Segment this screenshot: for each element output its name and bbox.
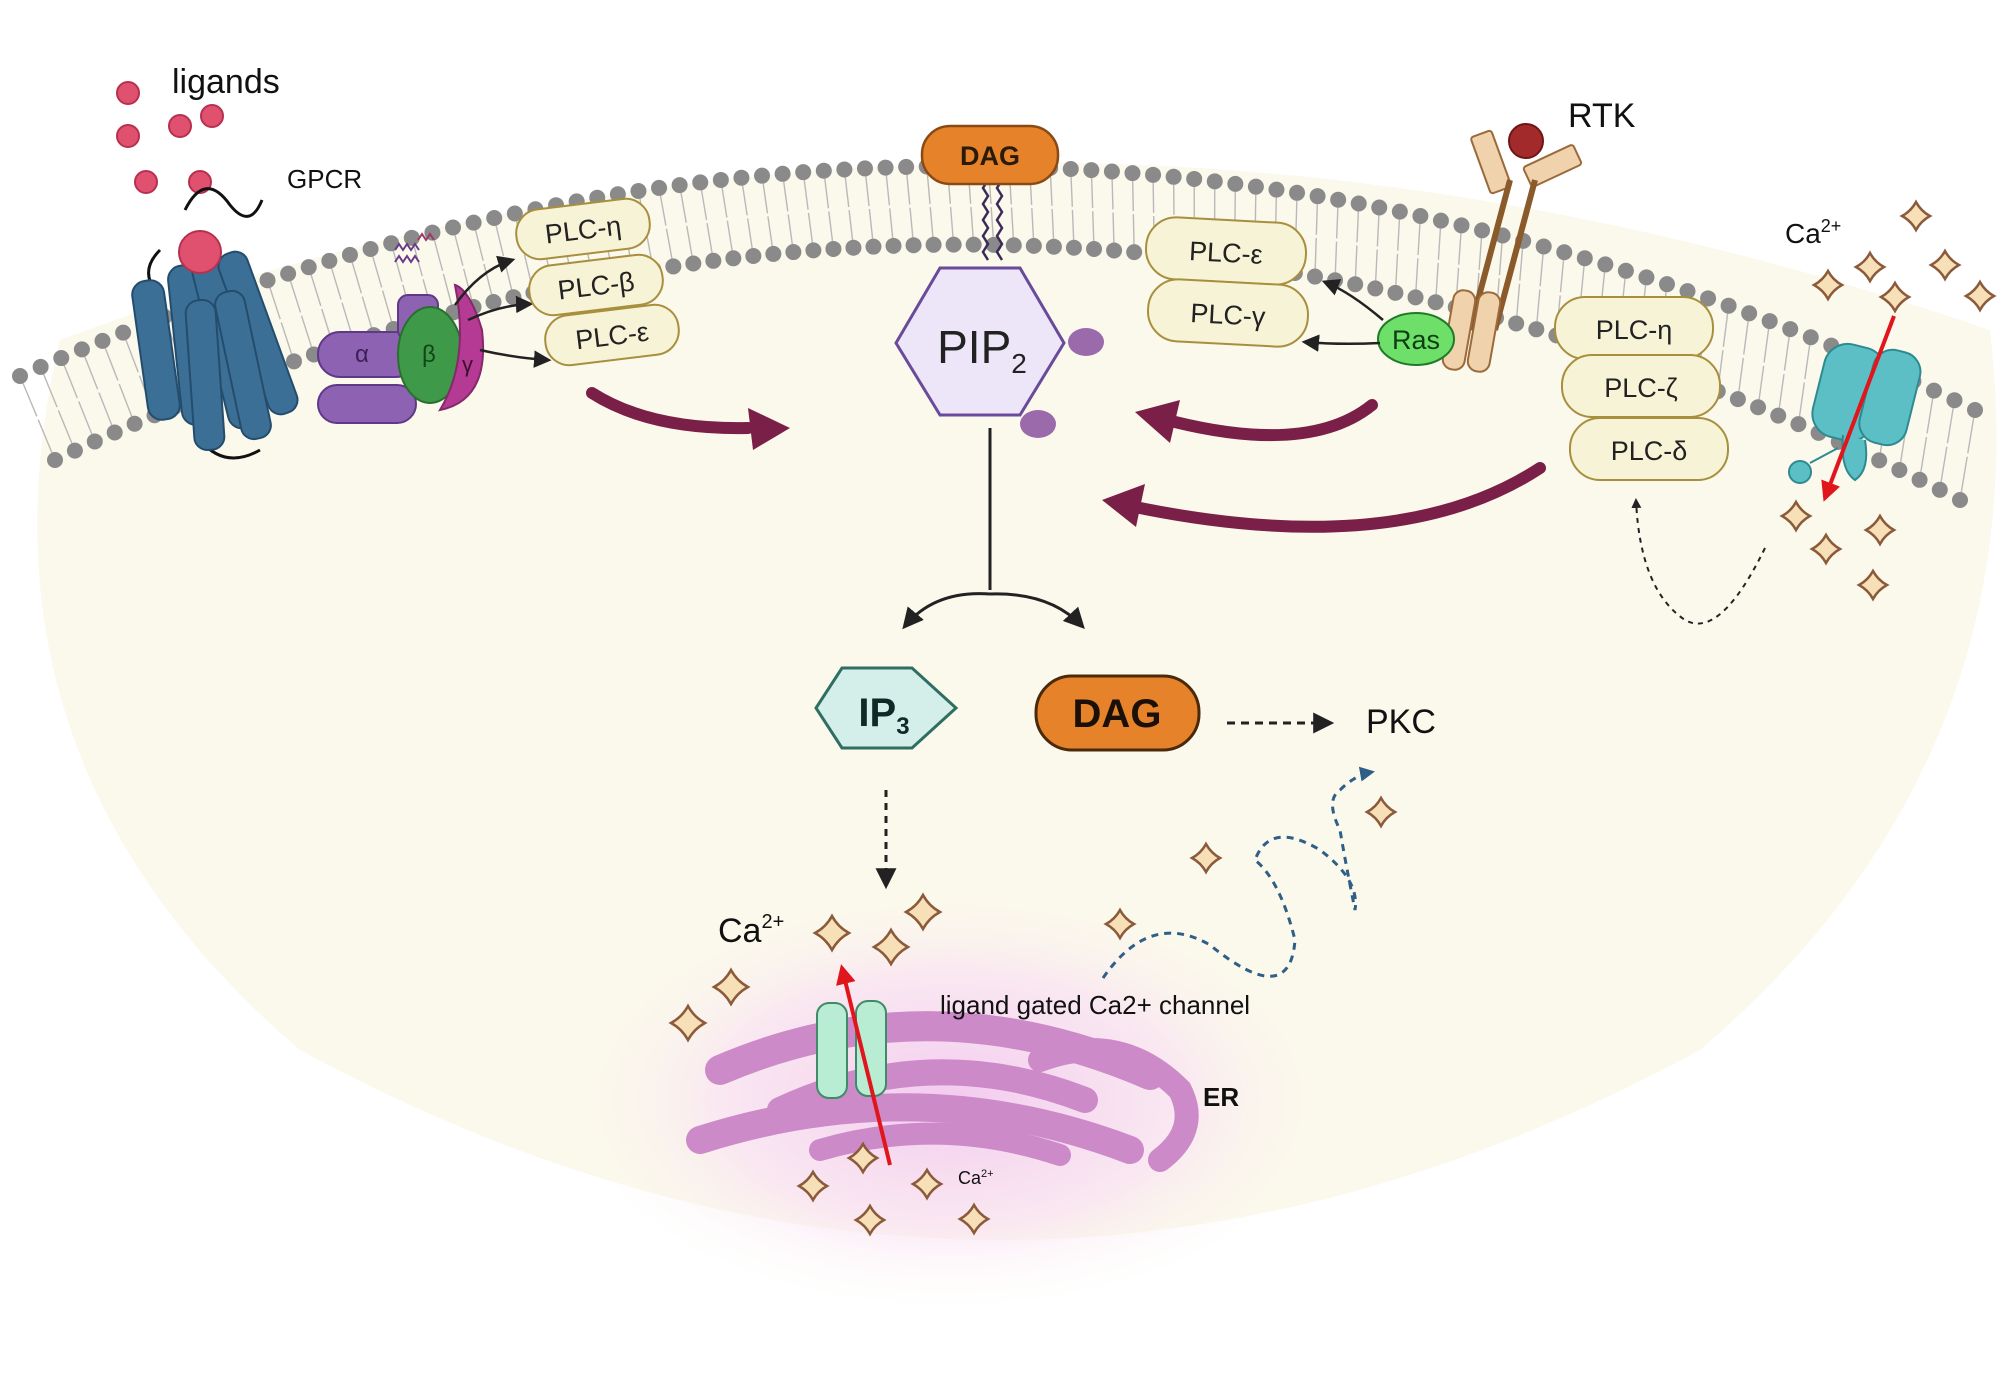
ras-protein: Ras xyxy=(1377,312,1455,366)
rtk-label: RTK xyxy=(1568,97,1636,135)
er-ca-channel xyxy=(816,964,892,1166)
ca-ion-star xyxy=(1811,268,1845,302)
ca-er-label: Ca2+ xyxy=(718,911,784,950)
ca-to-pkc-arrow xyxy=(1101,766,1375,979)
dag-membrane-label: DAG xyxy=(960,141,1020,171)
plc-group-right: PLC-η PLC-ζ PLC-δ xyxy=(1554,296,1729,481)
ca-lumen-label: Ca2+ xyxy=(958,1168,994,1188)
gpcr-receptor xyxy=(131,187,299,460)
ca-ion-star xyxy=(1963,279,1997,313)
ca-ion-star xyxy=(1809,532,1843,566)
g-protein-activation-arrows xyxy=(453,255,552,368)
ca-ion-star xyxy=(910,1167,944,1201)
rtk-receptor xyxy=(1441,123,1583,373)
ligands-label: ligands xyxy=(172,63,280,101)
ca-ion-star xyxy=(1853,250,1887,284)
ip3-label: IP3 xyxy=(858,691,909,740)
ras-activation-arrows xyxy=(1301,279,1384,352)
ca-ion-stars xyxy=(668,199,1997,1237)
plc-activation-arrows xyxy=(586,387,1546,533)
ca-ion-star xyxy=(1856,568,1890,602)
plc-group-ras: PLC-ε PLC-γ xyxy=(1145,216,1309,348)
pip2-label: PIP2 xyxy=(937,321,1027,379)
ca-to-plc-arrow xyxy=(1631,498,1766,625)
g-protein-complex: α β γ xyxy=(317,232,484,424)
hydrolysis-arrows xyxy=(902,428,1085,630)
ca-ion-star xyxy=(1779,499,1813,533)
g-alpha-label: α xyxy=(355,341,369,368)
plc-right-1: PLC-η xyxy=(1596,315,1673,345)
ca-ion-star xyxy=(1928,248,1962,282)
ca-ion-star xyxy=(1103,907,1137,941)
ligand-molecules xyxy=(116,81,224,194)
pkc-label: PKC xyxy=(1366,703,1436,741)
ca-ion-star xyxy=(871,927,911,967)
pip2-molecule: PIP2 xyxy=(894,179,1104,438)
ca-ion-star xyxy=(1189,841,1223,875)
ca-ion-star xyxy=(846,1141,880,1175)
er-label: ER xyxy=(1203,1082,1239,1112)
dag-product-label: DAG xyxy=(1073,692,1162,736)
ca-ion-star xyxy=(853,1203,887,1237)
ca-ion-star xyxy=(812,913,852,953)
ca-ion-star xyxy=(796,1169,830,1203)
plc-right-2: PLC-ζ xyxy=(1604,373,1678,403)
ip3-molecule: IP3 xyxy=(814,666,959,750)
ras-label: Ras xyxy=(1392,325,1440,355)
ca-ion-star xyxy=(1863,513,1897,547)
ca-top-label: Ca2+ xyxy=(1785,216,1841,249)
g-gamma-label: γ xyxy=(462,352,473,377)
ca-ion-star xyxy=(1878,280,1912,314)
plc-right-3: PLC-δ xyxy=(1611,436,1688,466)
dag-membrane: DAG xyxy=(920,124,1060,186)
g-beta-label: β xyxy=(422,341,436,368)
plasma-membrane-ca-channel xyxy=(1788,315,1922,502)
gpcr-label: GPCR xyxy=(287,164,362,194)
endoplasmic-reticulum xyxy=(570,890,1330,1310)
plc-ras-1: PLC-ε xyxy=(1188,236,1263,270)
ligand-channel-label: ligand gated Ca2+ channel xyxy=(940,990,1250,1020)
ca-ion-star xyxy=(711,967,751,1007)
plc-group-left: PLC-η PLC-β PLC-ε xyxy=(515,197,680,367)
plc-activation-arrowheads xyxy=(748,400,1180,527)
ca-ion-star xyxy=(903,892,943,932)
ca-ion-star xyxy=(1899,199,1933,233)
dag-product: DAG xyxy=(1034,674,1201,752)
ca-ion-star xyxy=(668,1003,708,1043)
plc-ras-2: PLC-γ xyxy=(1190,298,1267,332)
cell-cytoplasm xyxy=(37,162,1997,1241)
ca-ion-star xyxy=(1364,795,1398,829)
ca-ion-star xyxy=(957,1202,991,1236)
